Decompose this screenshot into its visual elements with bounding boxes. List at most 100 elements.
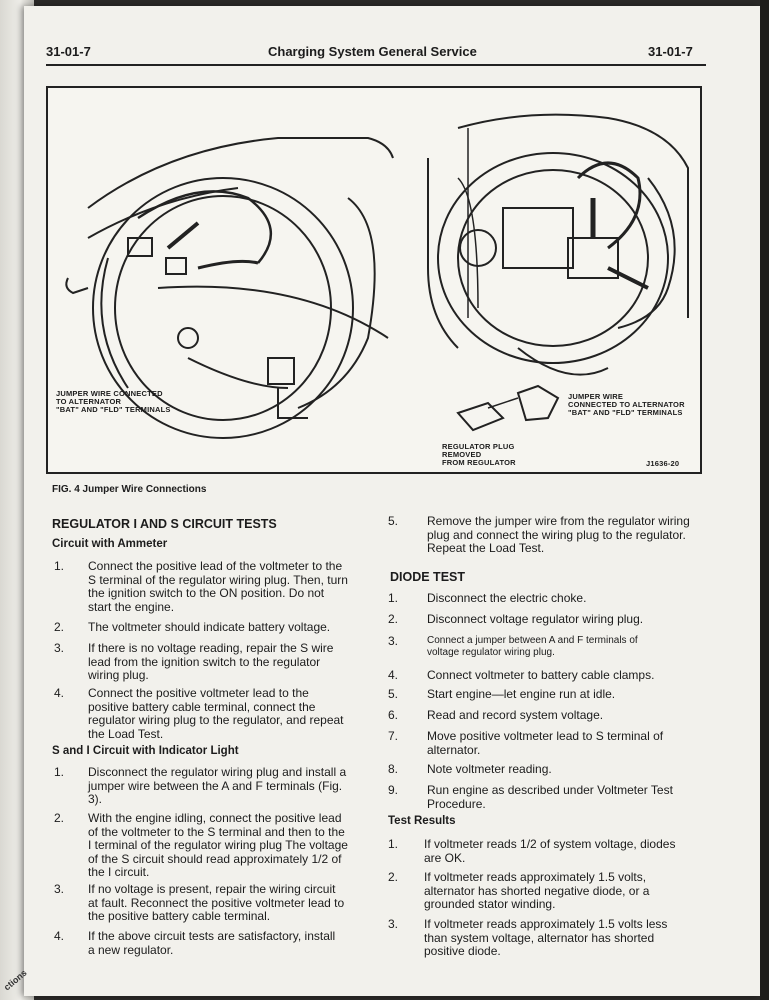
item-number: 4. [54, 686, 65, 700]
item-line: If there is no voltage reading, repair t… [88, 641, 334, 655]
subsection-title: S and I Circuit with Indicator Light [52, 745, 239, 757]
item-text: If voltmeter reads approximately 1.5 vol… [424, 917, 693, 959]
item-number: 1. [54, 559, 65, 573]
item-number: 8. [388, 762, 399, 776]
item-number: 2. [54, 811, 65, 825]
item-text: Remove the jumper wire from the regulato… [427, 514, 693, 556]
item-line: Disconnect the electric choke. [427, 591, 587, 605]
item-line: the ignition switch to the ON position. … [88, 586, 325, 600]
item-number: 3. [54, 641, 65, 655]
page-number-right: 31-01-7 [648, 44, 693, 59]
item-text: Disconnect the regulator wiring plug and… [88, 765, 366, 807]
item-text: If there is no voltage reading, repair t… [88, 641, 366, 683]
item-text: If voltmeter reads 1/2 of system voltage… [424, 837, 693, 865]
item-line: grounded stator winding. [424, 897, 556, 911]
item-line: With the engine idling, connect the posi… [88, 811, 342, 825]
page-number-left: 31-01-7 [46, 44, 91, 59]
item-number: 1. [54, 765, 65, 779]
item-number: 5. [388, 514, 399, 528]
item-number: 2. [54, 620, 65, 634]
callout-plug-line: REMOVED [442, 450, 482, 459]
item-text: Connect the positive lead of the voltmet… [88, 559, 366, 614]
item-number: 6. [388, 708, 399, 722]
item-text: Connect the positive voltmeter lead to t… [88, 686, 366, 741]
item-text: Read and record system voltage. [427, 708, 693, 723]
item-line: Connect a jumper between A and F termina… [427, 635, 638, 646]
item-line: regulator wiring plug to the regulator, … [88, 713, 344, 727]
item-text: Connect voltmeter to battery cable clamp… [427, 668, 693, 683]
item-line: Disconnect voltage regulator wiring plug… [427, 612, 644, 626]
item-line: The voltmeter should indicate battery vo… [88, 620, 331, 634]
figure-code: J1636-20 [646, 459, 680, 468]
item-number: 4. [54, 929, 65, 943]
item-line: alternator has shorted negative diode, o… [424, 883, 650, 898]
item-number: 3. [54, 882, 65, 896]
item-line: the positive battery cable terminal. [88, 909, 271, 923]
section-title: REGULATOR I AND S CIRCUIT TESTS [52, 517, 277, 531]
item-line: positive diode. [424, 944, 501, 958]
figure-caption: FIG. 4 Jumper Wire Connections [52, 484, 207, 495]
item-number: 4. [388, 668, 399, 682]
item-line: start the engine. [88, 599, 175, 614]
item-number: 5. [388, 687, 399, 701]
item-line: voltage regulator wiring plug. [427, 647, 555, 658]
subsection-title: Circuit with Ammeter [52, 538, 168, 550]
item-line: Disconnect the regulator wiring plug and… [88, 765, 347, 779]
item-number: 7. [388, 729, 399, 743]
item-line: Connect the positive voltmeter lead to t… [88, 686, 309, 700]
item-line: than system voltage, alternator has shor… [424, 930, 655, 945]
item-text: Move positive voltmeter lead to S termin… [427, 729, 693, 757]
item-line: If the above circuit tests are satisfact… [88, 929, 336, 943]
figure-jumper-wire-connections: JUMPER WIRE CONNECTED TO ALTERNATOR "BAT… [46, 86, 702, 474]
callout-right-line: CONNECTED TO ALTERNATOR [568, 400, 685, 409]
item-line: If voltmeter reads approximately 1.5 vol… [424, 870, 647, 884]
callout-plug-line: FROM REGULATOR [442, 458, 516, 467]
item-text: Disconnect voltage regulator wiring plug… [427, 612, 693, 627]
item-number: 1. [388, 591, 399, 605]
callout-right-line: JUMPER WIRE [568, 392, 624, 401]
item-text: The voltmeter should indicate battery vo… [88, 620, 366, 635]
item-line: 3). [88, 792, 103, 806]
item-number: 2. [388, 612, 399, 626]
callout-plug-line: REGULATOR PLUG [442, 442, 515, 451]
item-line: I terminal of the regulator wiring plug … [88, 838, 348, 852]
item-line: at fault. Reconnect the positive voltmet… [88, 895, 345, 910]
callout-left-line: "BAT" AND "FLD" TERMINALS [56, 405, 171, 414]
callout-left-line: TO ALTERNATOR [56, 397, 122, 406]
page-edge-shadow [760, 0, 769, 1000]
item-line: Read and record system voltage. [427, 708, 604, 722]
alternator-illustration [65, 113, 689, 439]
item-line: of the voltmeter to the S terminal and t… [88, 824, 345, 839]
item-line: jumper wire between the A and F terminal… [88, 778, 343, 793]
item-text: If no voltage is present, repair the wir… [88, 882, 366, 924]
item-number: 3. [388, 917, 399, 931]
item-line: Procedure. [427, 796, 486, 811]
item-text: If the above circuit tests are satisfact… [88, 929, 366, 957]
item-line: Connect voltmeter to battery cable clamp… [427, 668, 655, 682]
item-text: Start engine—let engine run at idle. [427, 687, 693, 702]
item-line: Move positive voltmeter lead to S termin… [427, 729, 664, 743]
item-line: are OK. [424, 850, 466, 865]
section-title: DIODE TEST [390, 570, 466, 584]
item-line: Start engine—let engine run at idle. [427, 687, 616, 701]
item-number: 9. [388, 783, 399, 797]
callout-right-line: "BAT" AND "FLD" TERMINALS [568, 408, 683, 417]
item-line: alternator. [427, 742, 481, 757]
item-line: positive battery cable terminal, connect… [88, 699, 316, 714]
item-line: If voltmeter reads approximately 1.5 vol… [424, 917, 668, 931]
item-line: Run engine as described under Voltmeter … [427, 783, 673, 797]
item-line: of the S circuit should read approximate… [88, 851, 342, 866]
callout-left: JUMPER WIRE CONNECTED TO ALTERNATOR "BAT… [56, 390, 171, 414]
item-text: Note voltmeter reading. [427, 762, 693, 777]
item-number: 3. [388, 634, 399, 648]
item-text: With the engine idling, connect the posi… [88, 811, 366, 880]
item-text: Disconnect the electric choke. [427, 591, 693, 606]
item-line: Note voltmeter reading. [427, 762, 552, 776]
item-text: If voltmeter reads approximately 1.5 vol… [424, 870, 693, 912]
subsection-title: Test Results [388, 815, 456, 827]
item-line: lead from the ignition switch to the reg… [88, 654, 321, 669]
item-text: Connect a jumper between A and F termina… [427, 635, 693, 659]
item-line: plug and connect the wiring plug to the … [427, 527, 686, 542]
callout-right: JUMPER WIRE CONNECTED TO ALTERNATOR "BAT… [568, 393, 685, 417]
header-rule [46, 64, 706, 66]
